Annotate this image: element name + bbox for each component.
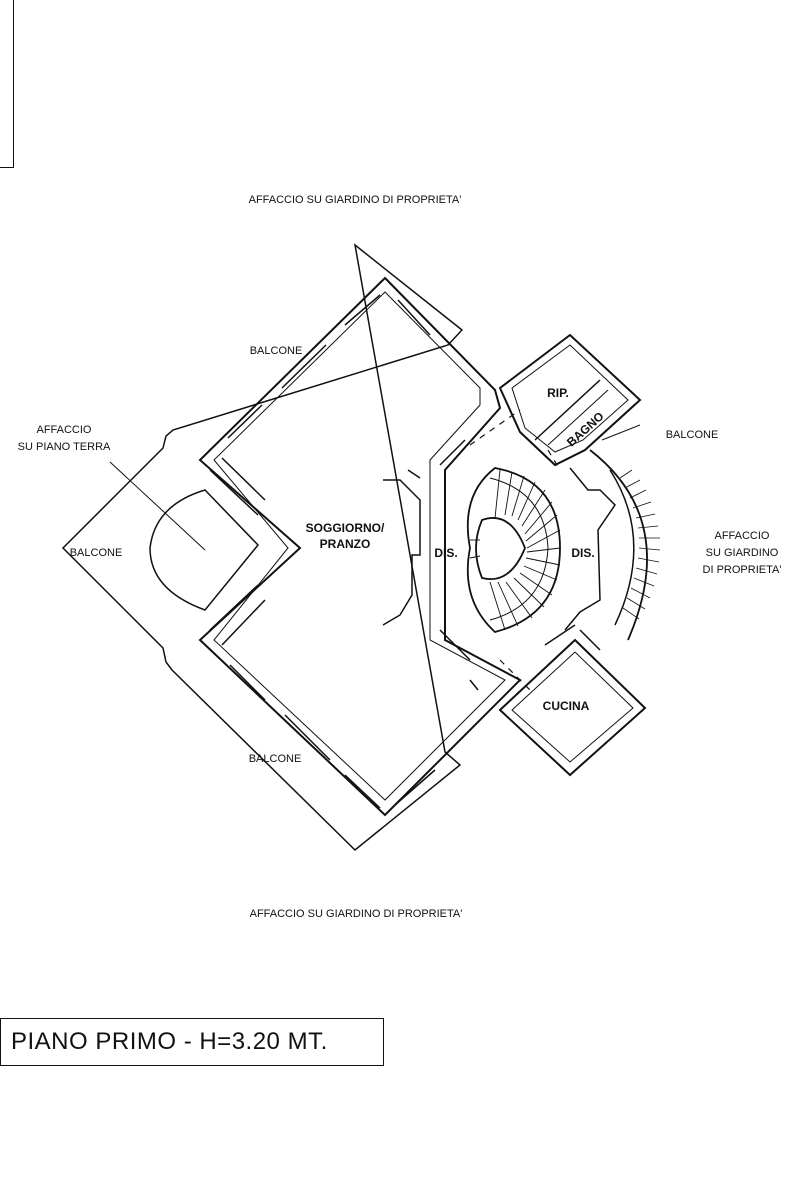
- left-view-label-line2: SU PIANO TERRA: [18, 441, 111, 453]
- balcony-label-left: BALCONE: [70, 547, 123, 559]
- room-label-living-line2: PRANZO: [320, 537, 371, 551]
- room-label-dis-left: DIS.: [434, 546, 457, 560]
- room-label-bagno: BAGNO: [564, 409, 607, 449]
- right-view-label-line1: AFFACCIO: [714, 530, 769, 542]
- floor-caption: PIANO PRIMO - H=3.20 MT.: [0, 1018, 384, 1066]
- right-view-label-line3: DI PROPRIETA': [703, 564, 782, 576]
- door-swings: [407, 439, 479, 691]
- balcony-label-bottom: BALCONE: [249, 753, 302, 765]
- spiral-staircase: [466, 467, 561, 633]
- room-label-dis-right: DIS.: [571, 546, 594, 560]
- corner-stamp: [0, 0, 14, 168]
- room-label-rip: RIP.: [547, 386, 569, 400]
- balcony-label-right: BALCONE: [666, 429, 719, 441]
- top-view-label: AFFACCIO SU GIARDINO DI PROPRIETA': [249, 194, 462, 206]
- balcony-label-top: BALCONE: [250, 345, 303, 357]
- room-label-living-line1: SOGGIORNO/: [306, 521, 385, 535]
- room-label-cucina: CUCINA: [543, 699, 590, 713]
- central-partition: [382, 479, 421, 626]
- bottom-view-label: AFFACCIO SU GIARDINO DI PROPRIETA': [250, 908, 463, 920]
- window-markers: [209, 294, 436, 809]
- outer-terrace-outline: [61, 243, 464, 852]
- rip-bagno-block: [498, 333, 642, 467]
- left-curved-balcony: [149, 489, 260, 611]
- right-dis-area: [564, 467, 616, 631]
- right-curved-balcony: [589, 424, 661, 641]
- left-view-leader: [109, 461, 206, 551]
- inner-wall-line: [213, 291, 506, 801]
- right-view-label-line2: SU GIARDINO: [706, 547, 779, 559]
- cucina-block: [498, 624, 647, 777]
- left-view-label-line1: AFFACCIO: [36, 424, 91, 436]
